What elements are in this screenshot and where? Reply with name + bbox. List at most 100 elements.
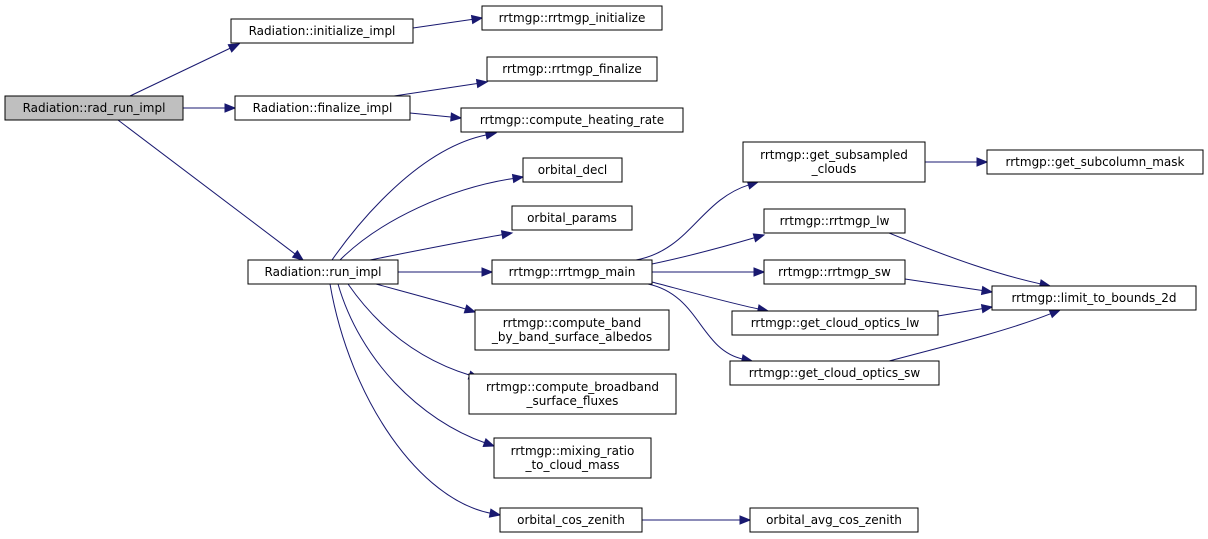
edge-rrtmgp_main-to-get_subsampled <box>635 180 760 261</box>
node-get-subsampled[interactable]: rrtmgp::get_subsampled_clouds <box>742 141 926 183</box>
edge-finalize_impl-to-compute_heating_rate <box>409 112 463 122</box>
node-label: _to_cloud_mass <box>524 458 619 472</box>
edge-rrtmgp_main-to-rrtmgp_lw <box>651 233 766 265</box>
node-label: Radiation::finalize_impl <box>253 101 393 115</box>
arrow-head-icon <box>291 249 305 261</box>
node-box <box>486 56 658 82</box>
nodes-layer: Radiation::rad_run_impl Radiation::initia… <box>4 5 1204 533</box>
node-orbital-params[interactable]: orbital_params <box>511 205 633 231</box>
node-box <box>234 95 411 121</box>
node-label: Radiation::rad_run_impl <box>23 101 166 115</box>
node-box <box>749 507 919 533</box>
node-rad-run-impl[interactable]: Radiation::rad_run_impl <box>4 95 184 121</box>
edge-run_impl-to-mixing_ratio <box>337 283 496 448</box>
edge-line <box>409 112 453 118</box>
node-label: orbital_params <box>527 211 617 225</box>
edge-line <box>339 177 515 261</box>
node-orbital-decl[interactable]: orbital_decl <box>522 157 623 183</box>
edge-line <box>129 47 232 97</box>
node-get-cloud-optics-sw[interactable]: rrtmgp::get_cloud_optics_sw <box>729 360 940 386</box>
arrow-head-icon <box>753 267 766 277</box>
arrow-head-icon <box>450 112 463 122</box>
edge-line <box>331 134 488 261</box>
node-label: _by_band_surface_albedos <box>491 330 652 344</box>
node-box <box>742 141 926 183</box>
node-label: rrtmgp::rrtmgp_finalize <box>502 62 642 76</box>
node-label: orbital_avg_cos_zenith <box>766 513 902 527</box>
node-box <box>230 18 414 44</box>
node-orbital-avg-cos-zenith[interactable]: orbital_avg_cos_zenith <box>749 507 919 533</box>
edge-run_impl-to-orbital_cos_zenith <box>329 283 502 518</box>
node-box <box>763 208 906 234</box>
edge-run_impl-to-compute_broadband <box>347 283 481 380</box>
node-compute-broadband[interactable]: rrtmgp::compute_broadband_surface_fluxes <box>468 373 677 415</box>
edge-line <box>329 283 492 514</box>
node-label: rrtmgp::rrtmgp_lw <box>780 214 890 228</box>
edge-run_impl-to-rrtmgp_main <box>398 267 494 277</box>
node-label: Radiation::initialize_impl <box>249 24 396 38</box>
edge-line <box>888 312 1052 362</box>
node-orbital-cos-zenith[interactable]: orbital_cos_zenith <box>499 507 643 533</box>
arrow-head-icon <box>752 233 766 243</box>
node-label: rrtmgp::get_cloud_optics_sw <box>749 366 921 380</box>
arrow-head-icon <box>227 43 241 53</box>
node-label: rrtmgp::get_subcolumn_mask <box>1006 155 1185 169</box>
node-limit-to-bounds-2d[interactable]: rrtmgp::limit_to_bounds_2d <box>991 285 1197 311</box>
node-label: rrtmgp::get_cloud_optics_lw <box>751 316 920 330</box>
edge-line <box>937 307 984 317</box>
arrow-head-icon <box>511 173 525 184</box>
edge-line <box>337 283 486 444</box>
edge-line <box>117 119 297 255</box>
node-box <box>491 259 653 285</box>
edge-initialize_impl-to-rrtmgp_initialize <box>412 14 484 29</box>
arrow-head-icon <box>481 267 494 277</box>
node-box <box>986 149 1204 175</box>
node-rrtmgp-lw[interactable]: rrtmgp::rrtmgp_lw <box>763 208 906 234</box>
edge-rrtmgp_lw-to-limit_to_bounds_2d <box>888 232 1052 289</box>
node-box <box>731 310 939 336</box>
node-label: rrtmgp::limit_to_bounds_2d <box>1011 291 1176 305</box>
edge-line <box>651 237 756 265</box>
node-box <box>493 437 652 479</box>
node-box <box>4 95 184 121</box>
arrow-head-icon <box>463 304 477 314</box>
node-compute-band[interactable]: rrtmgp::compute_band_by_band_surface_alb… <box>474 309 670 351</box>
edge-line <box>888 232 1042 285</box>
node-box <box>247 259 399 285</box>
node-compute-heating-rate[interactable]: rrtmgp::compute_heating_rate <box>460 107 684 133</box>
arrow-head-icon <box>482 438 496 448</box>
node-label: orbital_cos_zenith <box>517 513 625 527</box>
edge-rad_run_impl-to-initialize_impl <box>129 43 241 97</box>
node-label: _surface_fluxes <box>526 394 619 408</box>
node-get-cloud-optics-lw[interactable]: rrtmgp::get_cloud_optics_lw <box>731 310 939 336</box>
node-run-impl[interactable]: Radiation::run_impl <box>247 259 399 285</box>
arrow-head-icon <box>224 103 237 113</box>
node-box <box>474 309 670 351</box>
node-box <box>511 205 633 231</box>
edge-line <box>347 283 471 376</box>
edge-rrtmgp_main-to-get_cloud_optics_lw <box>651 281 770 314</box>
arrow-head-icon <box>488 508 502 518</box>
node-rrtmgp-sw[interactable]: rrtmgp::rrtmgp_sw <box>763 259 906 285</box>
edge-line <box>635 184 750 261</box>
node-initialize-impl[interactable]: Radiation::initialize_impl <box>230 18 414 44</box>
node-rrtmgp-main[interactable]: rrtmgp::rrtmgp_main <box>491 259 653 285</box>
node-box <box>460 107 684 133</box>
arrow-head-icon <box>739 515 752 525</box>
node-mixing-ratio[interactable]: rrtmgp::mixing_ratio_to_cloud_mass <box>493 437 652 479</box>
edge-line <box>412 18 474 29</box>
node-rrtmgp-finalize[interactable]: rrtmgp::rrtmgp_finalize <box>486 56 658 82</box>
node-box <box>763 259 906 285</box>
node-rrtmgp-initialize[interactable]: rrtmgp::rrtmgp_initialize <box>481 5 663 31</box>
arrow-head-icon <box>976 157 989 167</box>
edge-line <box>904 278 984 292</box>
node-get-subcolumn-mask[interactable]: rrtmgp::get_subcolumn_mask <box>986 149 1204 175</box>
edge-line <box>369 234 504 261</box>
node-label: orbital_decl <box>538 163 608 177</box>
node-label: rrtmgp::rrtmgp_initialize <box>499 11 646 25</box>
arrow-head-icon <box>475 78 489 89</box>
node-finalize-impl[interactable]: Radiation::finalize_impl <box>234 95 411 121</box>
edge-rrtmgp_sw-to-limit_to_bounds_2d <box>904 278 994 296</box>
node-label: rrtmgp::get_subsampled <box>760 148 908 162</box>
